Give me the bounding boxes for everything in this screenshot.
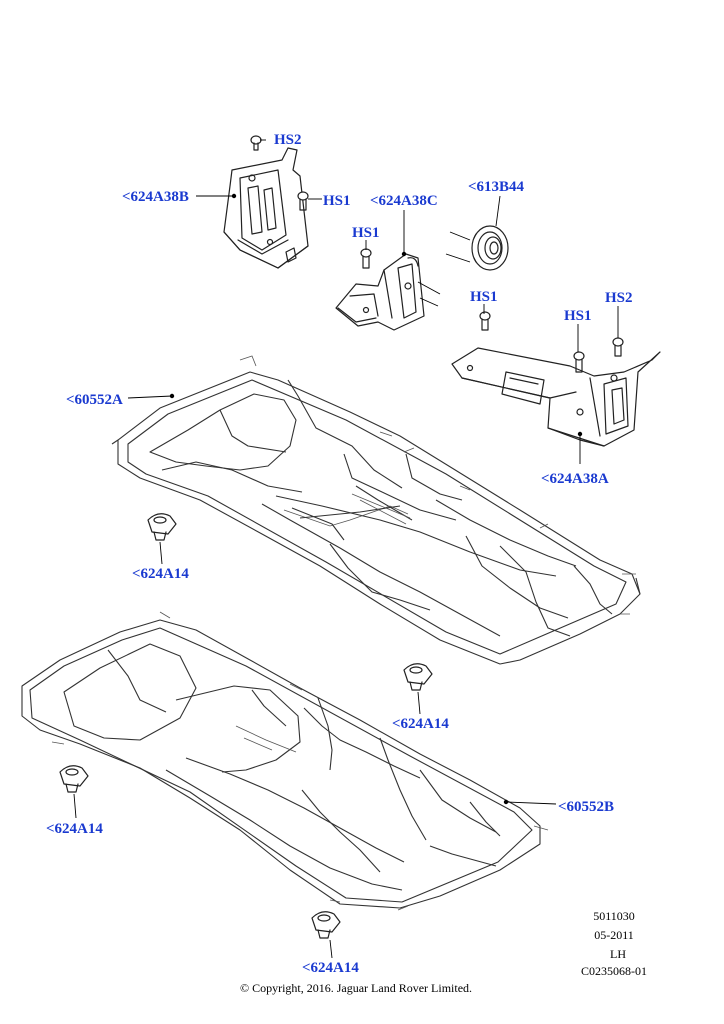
screw-hs2-right (612, 337, 624, 357)
callout-hs2-right: HS2 (605, 290, 633, 306)
screw-hs1-center (479, 311, 491, 331)
callout-624a14-2: <624A14 (392, 716, 449, 732)
callout-624a14-4: <624A14 (302, 960, 359, 976)
screw-hs1-top (297, 191, 309, 211)
callout-613b44: <613B44 (468, 179, 525, 195)
callout-hs1-top: HS1 (323, 193, 351, 209)
clip-624a14-4 (311, 911, 341, 939)
screw-hs1-right (573, 351, 585, 373)
clip-624a14-1 (147, 513, 177, 541)
pulley-axis-lines (445, 231, 471, 263)
screw-hs1-left (360, 248, 372, 269)
callout-60552b: <60552B (558, 799, 614, 815)
info-line-3: LH (610, 947, 626, 961)
callout-624a14-1: <624A14 (132, 566, 189, 582)
clip-624a14-2 (403, 663, 433, 691)
bracket-624a38a (451, 347, 661, 447)
pulley-613b44 (471, 225, 509, 271)
callout-hs1-mid: HS1 (352, 225, 380, 241)
callout-624a38c: <624A38C (370, 193, 438, 209)
storage-frame-60552a (111, 355, 641, 665)
callout-624a14-3: <624A14 (46, 821, 103, 837)
bracket-624a38b (223, 147, 309, 269)
callout-624a38a: <624A38A (541, 471, 609, 487)
screw-hs2-top (250, 135, 262, 151)
callout-hs2-top: HS2 (274, 132, 302, 148)
callout-60552a: <60552A (66, 392, 123, 408)
info-line-4: C0235068-01 (581, 964, 647, 978)
storage-frame-60552b (21, 611, 549, 911)
bracket-624a38c (335, 253, 425, 331)
leader-lines (73, 139, 619, 959)
clip-624a14-3 (59, 765, 89, 793)
callout-hs1-far: HS1 (564, 308, 592, 324)
pulley-bracket-axis (417, 281, 441, 307)
copyright-text: © Copyright, 2016. Jaguar Land Rover Lim… (240, 981, 472, 995)
info-line-2: 05-2011 (594, 928, 634, 942)
callout-hs1-center: HS1 (470, 289, 498, 305)
info-line-1: 5011030 (593, 909, 635, 923)
callout-624a38b: <624A38B (122, 189, 189, 205)
drawing-info-block: 5011030 05-2011 LH C0235068-01 (581, 909, 647, 978)
